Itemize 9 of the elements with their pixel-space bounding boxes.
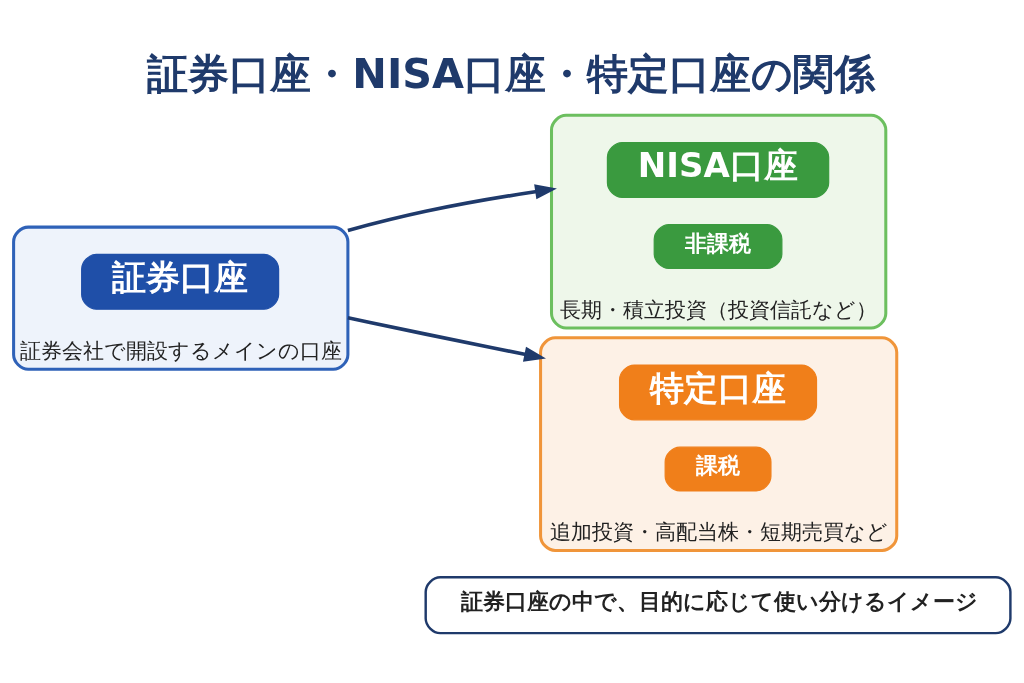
node-box: 特定口座 [618, 364, 818, 420]
node-box: 証券口座の中で、目的に応じて使い分けるイメージ [424, 575, 1012, 634]
node-box: 課税 [664, 446, 772, 492]
diagram-title: 証券口座・NISA口座・特定口座の関係 [147, 49, 876, 98]
node-box: 証券口座 [81, 253, 280, 310]
arrow [347, 183, 557, 232]
node-box: 非課税 [653, 223, 783, 269]
node-box: NISA口座 [606, 141, 830, 198]
arrow [347, 315, 546, 362]
